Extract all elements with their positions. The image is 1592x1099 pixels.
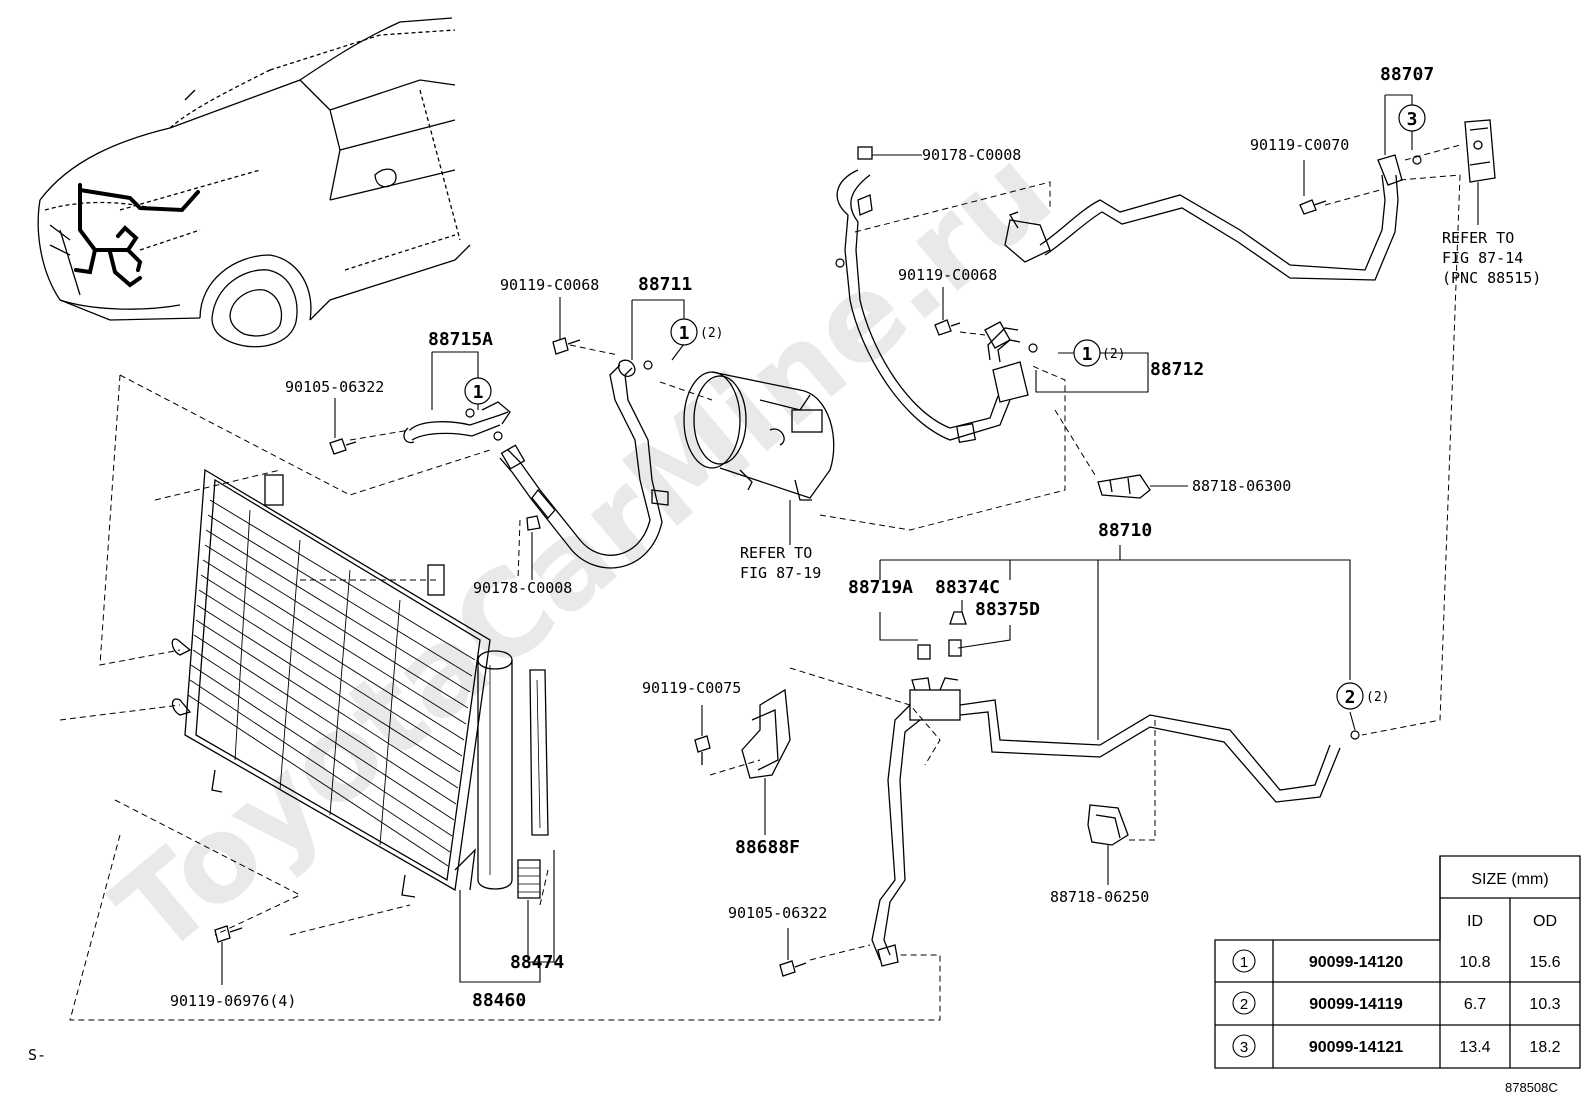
bolts-left [214, 319, 961, 977]
o-ring-88710 [1350, 730, 1360, 740]
figure-code: 878508C [1505, 1080, 1558, 1095]
svg-text:1: 1 [473, 382, 484, 403]
svg-text:3: 3 [1240, 1039, 1248, 1056]
discharge-pipe [403, 359, 669, 569]
size-row: 2 90099-14119 6.7 10.3 [1232, 991, 1561, 1015]
label-88715a: 88715A [428, 329, 493, 350]
label-88711: 88711 [638, 274, 692, 295]
dashed-guides [59, 144, 1461, 1021]
svg-text:13.4: 13.4 [1459, 1039, 1490, 1056]
svg-text:1: 1 [1082, 344, 1093, 365]
label-90119-c0075: 90119-C0075 [642, 679, 741, 697]
svg-text:(2): (2) [1366, 690, 1389, 705]
condenser-assembly [171, 468, 491, 898]
svg-text:2: 2 [1240, 996, 1248, 1013]
label-refer-87-19-a: REFER TO [740, 544, 812, 562]
label-88374c: 88374C [935, 577, 1000, 598]
desiccant-filter [517, 669, 549, 899]
o-ring-size-table: SIZE (mm) ID OD 1 90099-14120 10.8 15.6 … [1214, 855, 1581, 1069]
label-refer-87-14-b: FIG 87-14 [1442, 249, 1523, 267]
svg-text:1: 1 [679, 323, 690, 344]
expansion-valve [1464, 119, 1496, 183]
vehicle-illustration [37, 17, 471, 348]
compressor [683, 371, 835, 501]
label-90105-06322-right: 90105-06322 [728, 904, 827, 922]
svg-text:90099-14120: 90099-14120 [1309, 954, 1403, 971]
label-88712: 88712 [1150, 359, 1204, 380]
label-88718-06250: 88718-06250 [1050, 888, 1149, 906]
size-header: SIZE (mm) [1471, 871, 1548, 888]
svg-text:90099-14121: 90099-14121 [1309, 1039, 1403, 1056]
label-90119-c0068-left: 90119-C0068 [500, 276, 599, 294]
label-88474: 88474 [510, 952, 564, 973]
label-88375d: 88375D [975, 599, 1040, 620]
label-90105-06322-left: 90105-06322 [285, 378, 384, 396]
svg-text:15.6: 15.6 [1529, 954, 1560, 971]
svg-text:10.3: 10.3 [1529, 996, 1560, 1013]
callout-88715a-ring1: 1 [464, 377, 492, 405]
svg-text:3: 3 [1407, 109, 1418, 130]
label-88707: 88707 [1380, 64, 1434, 85]
svg-text:(2): (2) [1102, 347, 1125, 362]
suction-hose [836, 146, 1029, 444]
o-ring-88715a [465, 360, 653, 441]
label-88688f: 88688F [735, 837, 800, 858]
label-88710: 88710 [1098, 520, 1152, 541]
label-88719a: 88719A [848, 577, 913, 598]
svg-text:(2): (2) [700, 326, 723, 341]
svg-text:10.8: 10.8 [1459, 954, 1490, 971]
svg-text:90099-14119: 90099-14119 [1309, 996, 1403, 1013]
liquid-tube-88707 [1004, 154, 1403, 281]
receiver-drier [477, 650, 513, 890]
size-row: 1 90099-14120 10.8 15.6 [1232, 949, 1561, 973]
label-refer-87-14-a: REFER TO [1442, 229, 1514, 247]
size-col-id: ID [1467, 913, 1483, 930]
callout-88710-ring2: 2 (2) [1336, 682, 1389, 710]
o-ring-88707 [1412, 155, 1422, 165]
label-88718-06300: 88718-06300 [1192, 477, 1291, 495]
label-refer-87-14-c: (PNC 88515) [1442, 269, 1541, 287]
tube-88710 [871, 611, 1341, 967]
bolt-90119-c0070 [1299, 199, 1327, 215]
bracket-88718-06250 [1087, 804, 1129, 846]
o-ring-88712 [835, 258, 1038, 353]
label-refer-87-19-b: FIG 87-19 [740, 564, 821, 582]
label-90119-c0068-right: 90119-C0068 [898, 266, 997, 284]
callout-88712-ring1: 1 (2) [1073, 339, 1125, 367]
svg-text:6.7: 6.7 [1464, 996, 1486, 1013]
wiring-harness [74, 183, 200, 288]
svg-text:1: 1 [1240, 954, 1248, 971]
bracket-88718-06300 [1097, 474, 1151, 499]
label-90178-c0008-top: 90178-C0008 [922, 146, 1021, 164]
callout-88711-ring1: 1 (2) [670, 318, 723, 346]
svg-text:2: 2 [1345, 687, 1356, 708]
svg-text:18.2: 18.2 [1529, 1039, 1560, 1056]
label-90119-c0070: 90119-C0070 [1250, 136, 1349, 154]
bracket-88688f [741, 688, 791, 779]
watermark: ToyotaCarMine.ru [89, 122, 1076, 982]
label-90178-c0008-bottom: 90178-C0008 [473, 579, 572, 597]
page-mark: S- [28, 1046, 46, 1064]
callout-lines [221, 94, 1479, 985]
label-90119-06976: 90119-06976(4) [170, 992, 296, 1010]
part-labels: 88707 90178-C0008 90119-C0070 REFER TO F… [28, 64, 1558, 1095]
o-ring-callouts: 3 1 (2) 1 1 (2) 2 (2) [464, 104, 1426, 710]
size-row: 3 90099-14121 13.4 18.2 [1232, 1034, 1561, 1058]
label-88460: 88460 [472, 990, 526, 1011]
callout-88707-ring3: 3 [1398, 104, 1426, 132]
size-col-od: OD [1533, 913, 1557, 930]
